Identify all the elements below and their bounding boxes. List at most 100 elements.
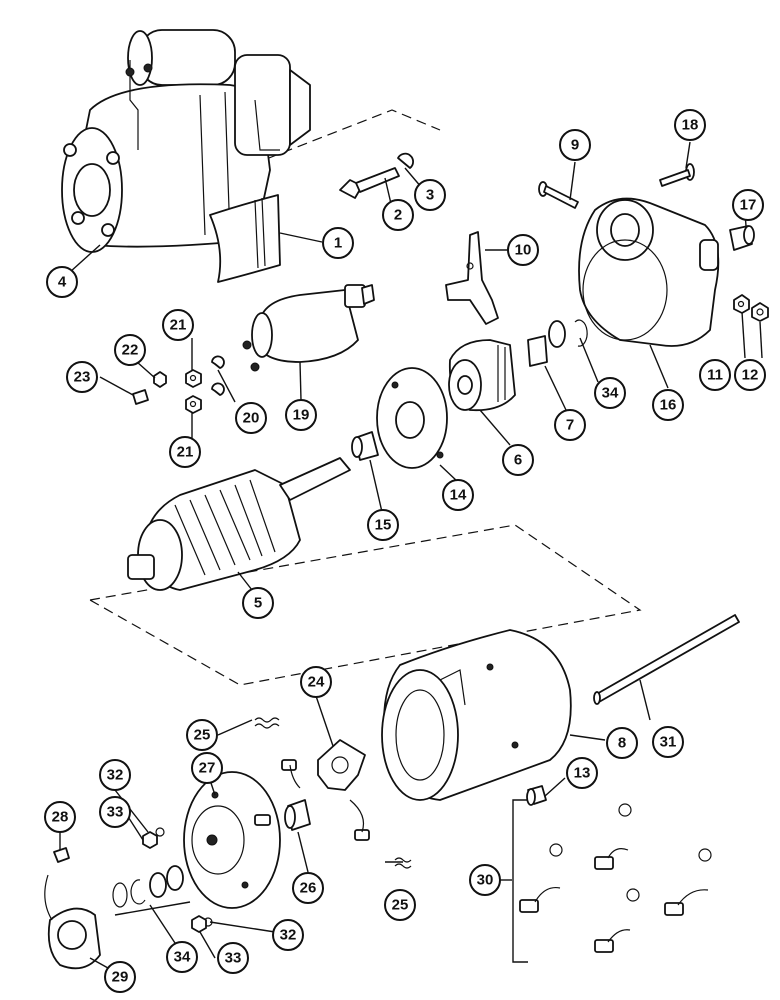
callout-25-top: 25 <box>186 719 218 751</box>
guide-dashed-armature-box <box>88 524 642 686</box>
svg-text:9: 9 <box>571 137 579 154</box>
svg-text:22: 22 <box>122 342 139 359</box>
svg-text:7: 7 <box>566 417 574 434</box>
callout-3: 3 <box>414 179 446 211</box>
part-12-nut <box>751 302 769 322</box>
svg-text:21: 21 <box>170 317 187 334</box>
callout-23: 23 <box>66 361 98 393</box>
part-29-end-cap <box>44 874 101 970</box>
part-21-nuts <box>185 369 202 414</box>
callout-9: 9 <box>559 129 591 161</box>
part-13-screw <box>526 785 547 806</box>
svg-text:25: 25 <box>392 897 409 914</box>
svg-text:20: 20 <box>243 410 260 427</box>
svg-text:34: 34 <box>602 385 619 402</box>
svg-text:32: 32 <box>107 767 124 784</box>
callout-13: 13 <box>566 757 598 789</box>
callout-1: 1 <box>322 227 354 259</box>
callout-7: 7 <box>554 409 586 441</box>
callout-34-upper: 34 <box>594 377 626 409</box>
svg-text:18: 18 <box>682 117 699 134</box>
leader-34-lower <box>149 904 176 944</box>
callout-29: 29 <box>104 961 136 993</box>
part-14-intermediate-plate <box>376 367 448 469</box>
svg-text:25: 25 <box>194 727 211 744</box>
svg-text:5: 5 <box>254 595 262 612</box>
svg-text:11: 11 <box>707 367 723 384</box>
callout-8: 8 <box>606 727 638 759</box>
svg-text:2: 2 <box>394 207 402 224</box>
svg-text:31: 31 <box>660 734 677 751</box>
callout-19: 19 <box>285 399 317 431</box>
svg-text:12: 12 <box>742 367 759 384</box>
part-27-commutator-end-cover <box>183 771 281 909</box>
callout-18: 18 <box>674 109 706 141</box>
svg-text:26: 26 <box>300 880 317 897</box>
part-25-springs <box>254 717 412 869</box>
svg-text:24: 24 <box>308 674 325 691</box>
callout-32-bottom: 32 <box>272 919 304 951</box>
part-28-screw <box>53 847 70 863</box>
leader-lines <box>59 141 763 969</box>
callout-31: 31 <box>652 726 684 758</box>
svg-text:33: 33 <box>107 804 124 821</box>
part-15-bushing <box>351 431 379 461</box>
part-20-spring-washers <box>211 355 225 396</box>
callout-21-top: 21 <box>162 309 194 341</box>
svg-text:10: 10 <box>515 242 532 259</box>
callout-6: 6 <box>502 444 534 476</box>
part-6-drive-pinion <box>448 339 516 412</box>
callout-34-lower: 34 <box>166 941 198 973</box>
svg-text:32: 32 <box>280 927 297 944</box>
svg-text:3: 3 <box>426 187 434 204</box>
callout-20: 20 <box>235 402 267 434</box>
callout-4: 4 <box>46 266 78 298</box>
svg-text:8: 8 <box>618 735 626 752</box>
callout-30: 30 <box>469 864 501 896</box>
part-34-washer-clip-upper <box>548 319 588 348</box>
part-23-screw <box>132 389 149 405</box>
callout-5: 5 <box>242 587 274 619</box>
svg-text:15: 15 <box>375 517 392 534</box>
callout-25-bottom: 25 <box>384 889 416 921</box>
part-7-collar <box>527 335 548 367</box>
part-34-washers-lower <box>112 865 184 908</box>
callout-33-bottom: 33 <box>217 942 249 974</box>
callout-33-top: 33 <box>99 796 131 828</box>
callout-11: 11 <box>699 359 731 391</box>
svg-text:1: 1 <box>334 235 342 252</box>
callout-16: 16 <box>652 389 684 421</box>
svg-text:17: 17 <box>740 197 757 214</box>
part-31-through-bolt <box>593 614 740 705</box>
callout-24: 24 <box>300 666 332 698</box>
callout-22: 22 <box>114 334 146 366</box>
callout-28: 28 <box>44 801 76 833</box>
part-22-nut <box>153 371 167 388</box>
callout-17: 17 <box>732 189 764 221</box>
part-11-nut <box>733 294 750 314</box>
part-19-solenoid <box>242 284 375 372</box>
part-16-drive-end-housing <box>578 197 720 347</box>
part-3-lock-washer <box>397 152 414 169</box>
part-18-bolt <box>659 163 695 187</box>
svg-text:34: 34 <box>174 949 191 966</box>
part-10-lever <box>445 231 499 325</box>
svg-text:6: 6 <box>514 452 522 469</box>
part-8-yoke <box>381 629 572 801</box>
part-5-armature <box>127 457 351 591</box>
part-30-brush-kit <box>512 799 712 963</box>
svg-text:21: 21 <box>177 444 194 461</box>
svg-text:23: 23 <box>74 369 91 386</box>
callout-2: 2 <box>382 199 414 231</box>
callout-15: 15 <box>367 509 399 541</box>
part-9-bolt <box>538 181 579 209</box>
callout-21-bottom: 21 <box>169 436 201 468</box>
part-2-bolt <box>339 167 400 199</box>
svg-text:30: 30 <box>477 872 494 889</box>
part-26-bushing <box>284 799 311 831</box>
part-17-bushing <box>729 225 755 251</box>
callout-14: 14 <box>442 479 474 511</box>
svg-text:28: 28 <box>52 809 69 826</box>
svg-text:4: 4 <box>58 274 67 291</box>
